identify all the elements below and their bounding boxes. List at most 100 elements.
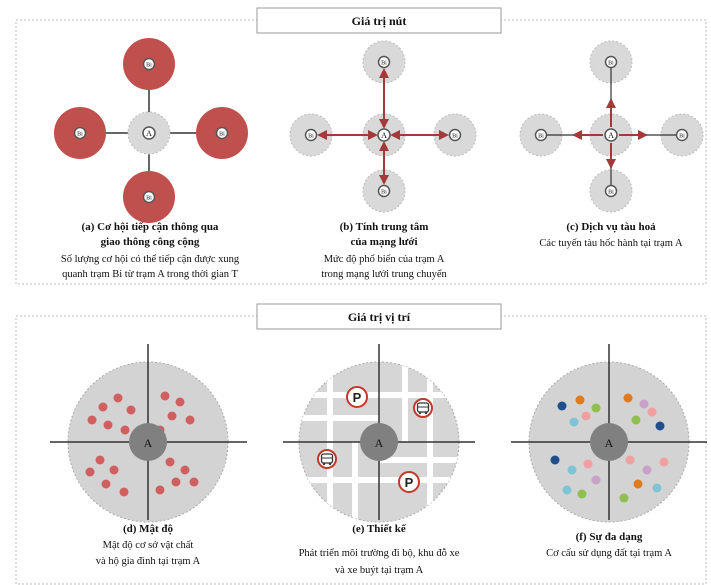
svg-text:Bi: Bi bbox=[219, 132, 225, 138]
land-use-dot bbox=[625, 455, 635, 465]
land-use-dot bbox=[557, 401, 567, 411]
land-use-dot bbox=[591, 475, 601, 485]
station-bi-top: Bi bbox=[362, 40, 406, 84]
density-dot bbox=[113, 393, 123, 403]
density-dot bbox=[155, 485, 165, 495]
caption-b-desc-2: trong mạng lưới trung chuyển bbox=[321, 269, 447, 280]
density-dot bbox=[85, 467, 95, 477]
density-dot bbox=[180, 465, 190, 475]
density-dot bbox=[98, 402, 108, 412]
caption-f-title: (f) Sự đa dạng bbox=[576, 531, 643, 543]
svg-text:Bi: Bi bbox=[146, 63, 152, 69]
land-use-dot bbox=[623, 393, 633, 403]
land-use-dot bbox=[619, 493, 629, 503]
panel-a-accessibility: Bi Bi Bi Bi A (a) Cơ hội tiếp cận thông … bbox=[54, 38, 248, 280]
opportunity-circle-bottom: Bi bbox=[123, 171, 175, 223]
land-use-dot bbox=[577, 489, 587, 499]
svg-text:P: P bbox=[405, 475, 414, 490]
density-dot bbox=[101, 479, 111, 489]
opportunity-circle-left: Bi bbox=[54, 107, 106, 159]
place-section-title: Giá trị vị trí bbox=[348, 310, 411, 324]
station-a-circle: A bbox=[127, 111, 171, 155]
svg-text:Bi: Bi bbox=[381, 190, 387, 196]
parking-icon: P bbox=[398, 471, 420, 493]
caption-a-title-2: giao thông công cộng bbox=[101, 236, 200, 248]
land-use-dot bbox=[567, 465, 577, 475]
panel-c-train-service: Bi Bi Bi Bi A (c) Dịch vụ tàu hoả Các tu… bbox=[519, 40, 704, 249]
station-a-circle bbox=[129, 423, 167, 461]
svg-text:Bi: Bi bbox=[608, 190, 614, 196]
svg-text:Bi: Bi bbox=[77, 132, 83, 138]
bus-icon bbox=[413, 398, 433, 418]
density-dot bbox=[160, 391, 170, 401]
density-dot bbox=[109, 465, 119, 475]
station-bi-bottom: Bi bbox=[589, 169, 633, 213]
density-dot bbox=[185, 415, 195, 425]
svg-text:Bi: Bi bbox=[381, 61, 387, 67]
station-bi-right: Bi bbox=[433, 113, 477, 157]
node-value-section: Giá trị nút bbox=[15, 7, 707, 285]
caption-a-desc-2: quanh trạm Bi từ trạm A trong thời gian … bbox=[62, 269, 238, 280]
land-use-dot bbox=[639, 399, 649, 409]
station-a-label: A bbox=[144, 436, 153, 450]
land-use-dot bbox=[581, 411, 591, 421]
land-use-dot bbox=[659, 457, 669, 467]
caption-a-title-1: (a) Cơ hội tiếp cận thông qua bbox=[82, 221, 219, 233]
opportunity-circle-top: Bi bbox=[123, 38, 175, 90]
panel-e-design: A P P (e) Thiết kế Phát triển môi trường… bbox=[283, 344, 475, 576]
caption-d-title: (d) Mật độ bbox=[123, 523, 174, 535]
station-bi-right: Bi bbox=[660, 113, 704, 157]
diversity-dots bbox=[550, 393, 669, 503]
land-use-dot bbox=[655, 421, 665, 431]
station-a-label: A bbox=[605, 436, 614, 450]
density-dot bbox=[95, 455, 105, 465]
panel-f-diversity: A (f) Sự đa dạng Cơ cấu sử dụng đất tại … bbox=[511, 344, 707, 559]
density-dot bbox=[167, 411, 177, 421]
land-use-dot bbox=[569, 417, 579, 427]
node-section-title-box bbox=[256, 7, 502, 34]
station-bi-bottom: Bi bbox=[362, 169, 406, 213]
land-use-dot bbox=[642, 465, 652, 475]
node-section-title: Giá trị nút bbox=[352, 14, 407, 28]
panel-b-centrality: Bi Bi Bi Bi A (b) Tính trung tâm của mạn… bbox=[289, 40, 477, 280]
svg-text:A: A bbox=[381, 131, 387, 140]
panel-d-density: A (d) Mật độ Mật độ cơ sở vật chất và hộ… bbox=[50, 344, 247, 567]
station-bi-left: Bi bbox=[519, 113, 563, 157]
parking-icon: P bbox=[346, 386, 368, 408]
station-bi-left: Bi bbox=[289, 113, 333, 157]
svg-text:A: A bbox=[608, 131, 614, 140]
station-a-circle bbox=[590, 423, 628, 461]
density-dot bbox=[120, 425, 130, 435]
land-use-dot bbox=[562, 485, 572, 495]
caption-b-desc-1: Mức độ phổ biến của trạm A bbox=[324, 254, 445, 265]
svg-text:P: P bbox=[353, 390, 362, 405]
land-use-dot bbox=[591, 403, 601, 413]
place-value-section: Giá trị vị trí bbox=[15, 303, 707, 585]
svg-text:Bi: Bi bbox=[538, 134, 544, 140]
place-section-title-box bbox=[256, 303, 502, 330]
svg-text:Bi: Bi bbox=[308, 134, 314, 140]
density-dot bbox=[87, 415, 97, 425]
density-dot bbox=[103, 420, 113, 430]
opportunity-circle-right: Bi bbox=[196, 107, 248, 159]
land-use-dot bbox=[550, 455, 560, 465]
caption-e-desc-1: Phát triển môi trường đi bộ, khu đỗ xe bbox=[299, 548, 460, 559]
caption-e-desc-2: và xe buýt tại trạm A bbox=[335, 565, 424, 576]
land-use-dot bbox=[652, 483, 662, 493]
density-dot bbox=[119, 487, 129, 497]
station-a-circle bbox=[360, 423, 398, 461]
land-use-dot bbox=[583, 459, 593, 469]
land-use-dot bbox=[647, 407, 657, 417]
density-dot bbox=[126, 405, 136, 415]
svg-text:Bi: Bi bbox=[146, 196, 152, 202]
caption-a-desc-1: Số lượng cơ hội có thể tiếp cận được xun… bbox=[61, 254, 240, 265]
density-dots bbox=[85, 391, 199, 497]
caption-f-desc: Cơ cấu sử dụng đất tại trạm A bbox=[546, 548, 672, 559]
density-dot bbox=[165, 457, 175, 467]
density-dot bbox=[171, 477, 181, 487]
caption-c-desc: Các tuyến tàu hốc hành tại trạm A bbox=[539, 238, 683, 249]
land-use-dot bbox=[633, 479, 643, 489]
caption-c-title: (c) Dịch vụ tàu hoả bbox=[566, 221, 656, 233]
land-use-dot bbox=[631, 415, 641, 425]
land-use-dot bbox=[575, 395, 585, 405]
